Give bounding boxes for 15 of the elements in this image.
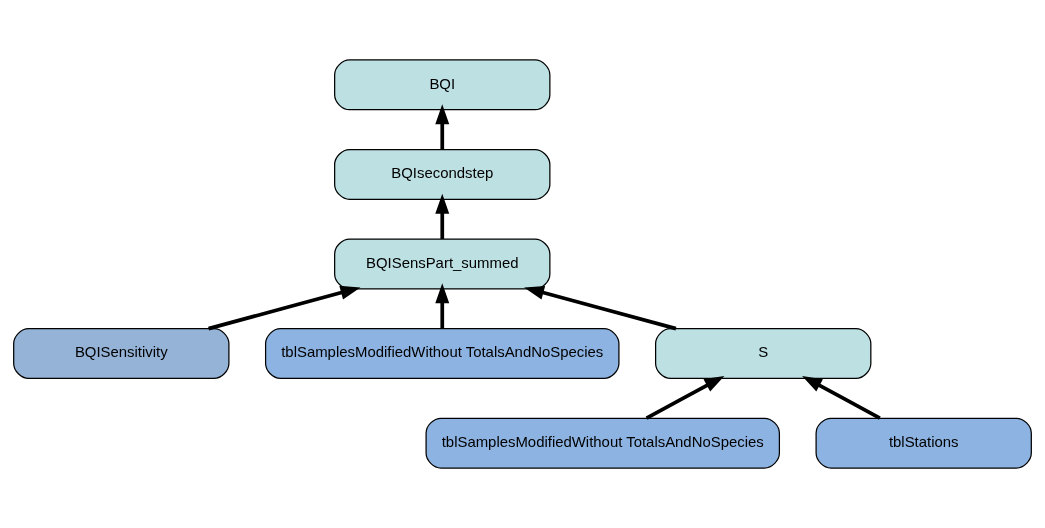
arrow [208,285,361,331]
arrow [645,375,725,420]
node-box: tblStations [815,417,1032,469]
node-box: tblSamplesModifiedWithout TotalsAndNoSpecies [265,328,620,380]
node-box: tblSamplesModifiedWithout TotalsAndNoSpecies [425,417,780,469]
arrow [435,104,450,150]
arrow [802,375,881,420]
node-box: BQISensPart_summed [334,238,551,290]
node-box: BQIsecondstep [334,148,551,200]
node-box: BQISensitivity [13,328,230,380]
arrow [524,285,677,331]
arrow [435,193,450,239]
node-box: BQI [334,59,551,111]
arrow [435,283,450,329]
node-box: S [655,328,872,380]
